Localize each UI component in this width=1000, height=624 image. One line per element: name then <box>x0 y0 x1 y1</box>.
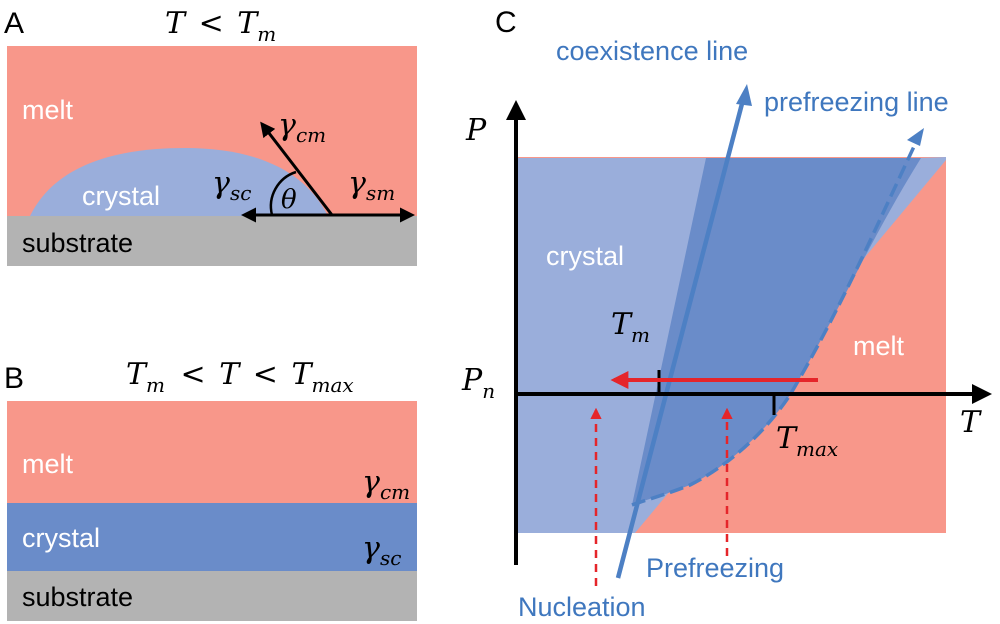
crystal-layer <box>7 503 417 571</box>
p-axis-label: P <box>465 113 487 148</box>
crystal-droplet <box>30 148 328 216</box>
tmax-label: Tmax <box>776 421 838 461</box>
coexistence-line-arrowhead <box>736 84 752 106</box>
theta-label: θ <box>281 185 297 215</box>
t-axis-label: T <box>960 405 982 440</box>
nucleation-label: Nucleation <box>518 592 646 622</box>
substrate-region <box>7 216 417 266</box>
tm-label: Tm <box>611 307 650 347</box>
panel-c: C coexistence line prefreezing line P T … <box>461 6 992 622</box>
gamma-cm-arrow <box>260 121 334 216</box>
coexistence-line-label: coexistence line <box>556 36 748 66</box>
panel-b-letter: B <box>4 362 24 395</box>
gamma-sc-label: γsc <box>362 531 401 570</box>
prefreezing-line-arrowhead <box>907 128 924 146</box>
panel-b: B Tm < T < Tmax melt crystal substrate γ… <box>4 357 417 621</box>
theta-arc <box>269 170 297 216</box>
substrate-label: substrate <box>22 228 133 258</box>
panel-c-letter: C <box>495 6 517 39</box>
melt-label: melt <box>22 449 74 479</box>
crystal-label: crystal <box>22 523 100 553</box>
panel-b-title: Tm < T < Tmax <box>126 357 354 400</box>
coexistence-line <box>615 95 747 579</box>
gamma-sm-label: γsm <box>348 166 395 205</box>
substrate-label: substrate <box>22 582 133 612</box>
prefreezing-label: Prefreezing <box>646 553 784 583</box>
melt-layer <box>7 401 417 503</box>
crystal-label: crystal <box>82 181 160 211</box>
prefreezing-line-label: prefreezing line <box>764 87 949 117</box>
prefreezing-line <box>631 137 920 507</box>
melt-label: melt <box>22 95 74 125</box>
substrate-layer <box>7 571 417 621</box>
panel-a: A T < Tm melt crystal substrate γcm γsc … <box>4 6 417 266</box>
gamma-cm-label: γcm <box>278 108 326 147</box>
panel-a-title: T < Tm <box>165 6 276 46</box>
pn-label: Pn <box>461 363 495 403</box>
gamma-cm-label: γcm <box>362 465 410 504</box>
panel-a-letter: A <box>4 7 24 40</box>
gamma-sc-label: γsc <box>212 166 251 205</box>
melt-phase-label: melt <box>853 331 905 361</box>
crystal-phase-label: crystal <box>546 241 624 271</box>
